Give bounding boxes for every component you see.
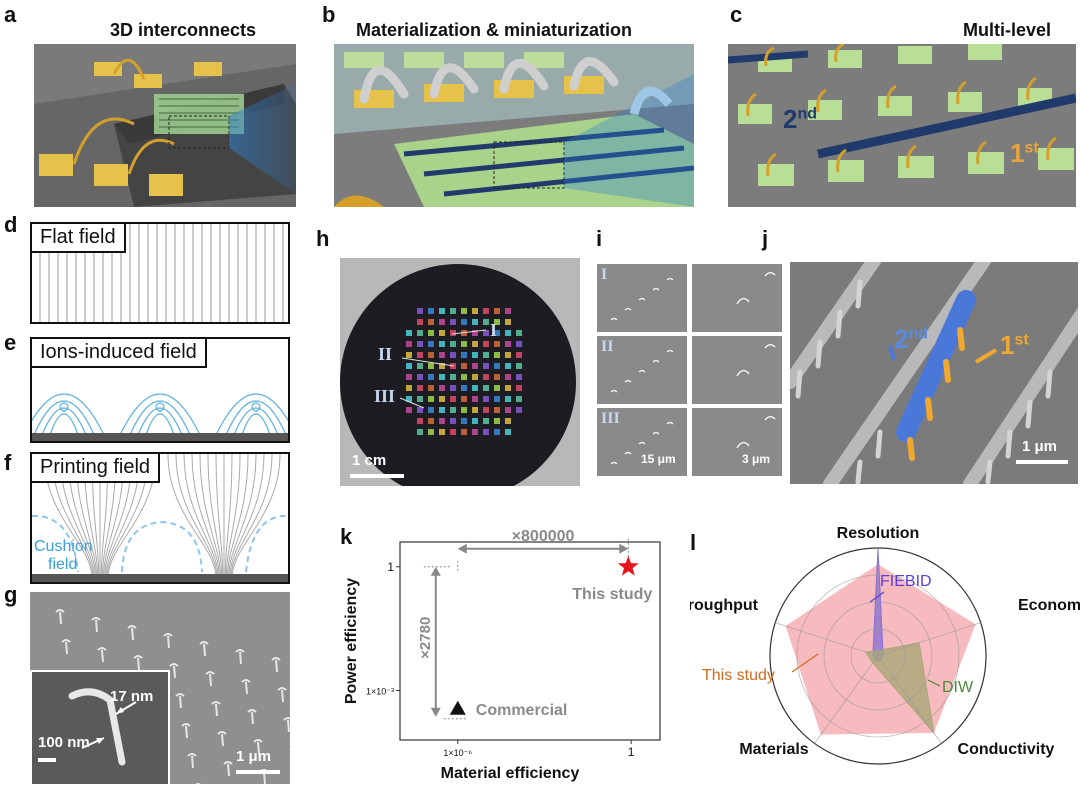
- l-spoke: [775, 622, 879, 657]
- panel-l-chart: ResolutionEconomyConductivity Materials Th…: [690, 525, 1080, 765]
- l-axis-label-throughput: Throughput: [690, 597, 759, 614]
- panel-f-title: Printing field: [32, 454, 161, 483]
- panel-i-image-2-right: [692, 336, 782, 404]
- k-annotation-horizontal: ×800000: [512, 530, 575, 545]
- panel-e-label: e: [4, 330, 17, 355]
- panel-i-image-1-right: [692, 264, 782, 332]
- panel-g-inset-dimension: 17 nm: [110, 688, 154, 705]
- panel-i-row-1-label: I: [601, 266, 608, 283]
- l-spoke: [814, 655, 879, 744]
- panel-i-row-3-label: III: [601, 410, 620, 427]
- l-series-label-fiebid: FIEBID: [880, 573, 932, 590]
- panel-a-illustration: [34, 44, 296, 207]
- l-axis-label-resolution: Resolution: [837, 525, 920, 542]
- panel-j-level1-label: 1st: [1000, 330, 1029, 360]
- panel-l-label: l: [690, 530, 697, 555]
- panel-j-label: j: [762, 226, 769, 251]
- panel-i-image-3-left: III 15 μm: [597, 408, 687, 476]
- l-axis-label-economy: Economy: [1018, 597, 1080, 614]
- panel-i-image-2-left: II: [597, 336, 687, 404]
- panel-h-roman-2: II: [378, 344, 393, 364]
- panel-i-image-3-right: 3 μm: [692, 408, 782, 476]
- k-point-commercial: [449, 700, 466, 715]
- l-axis-label-conductivity: Conductivity: [958, 741, 1055, 758]
- panel-h-roman-1: I: [490, 320, 498, 340]
- l-leader-line: [927, 679, 941, 687]
- panel-h-label: h: [316, 226, 330, 251]
- panel-i-label: i: [596, 226, 603, 251]
- panel-h-wafer-photo: I II III 1 cm: [340, 258, 580, 486]
- panel-c-illustration: 2nd 1st: [728, 44, 1076, 207]
- l-spoke: [877, 655, 942, 744]
- panel-g-label: g: [4, 582, 18, 607]
- panel-f-label: f: [4, 450, 12, 475]
- panel-e-ions-field: Ions-induced field: [30, 337, 290, 443]
- k-annotation-vertical: ×2780: [417, 617, 434, 659]
- panel-i-scale-left: 15 μm: [641, 452, 676, 466]
- panel-j-scalebar: [1016, 460, 1068, 464]
- k-arrowhead: [619, 543, 629, 554]
- k-plot-frame: [399, 541, 661, 741]
- panel-c-level2-label: 2nd: [783, 104, 818, 134]
- panel-f-printing-field: Printing field Cushion field: [30, 452, 290, 584]
- l-series-label-diw: DIW: [942, 679, 974, 696]
- panel-g-scalebar: [236, 770, 280, 774]
- panel-j-sem-image: 2nd 1st 1 μm: [790, 262, 1078, 484]
- panel-d-flat-field: Flat field: [30, 222, 290, 324]
- panel-i-sem-grid: I II III 15 μm 3 μm: [597, 264, 782, 476]
- l-spoke: [877, 622, 981, 657]
- panel-c-title: Multi-level: [963, 20, 1052, 40]
- k-arrowhead: [430, 707, 441, 717]
- panel-g-scale-text: 1 μm: [236, 748, 272, 765]
- panel-h-scale-text: 1 cm: [352, 452, 387, 469]
- panel-c-level1-label: 1st: [1010, 138, 1039, 168]
- panel-g-inset: 17 nm 100 nm: [30, 670, 170, 784]
- k-y-tick-label: 1×10⁻³: [366, 687, 394, 697]
- panel-j-level2-label: 2nd: [894, 324, 929, 354]
- panel-b-label: b: [322, 2, 336, 27]
- k-x-axis-label: Material efficiency: [441, 765, 580, 782]
- panel-a-label: a: [4, 2, 17, 27]
- panel-e-title: Ions-induced field: [32, 339, 207, 368]
- panel-a-title: 3D interconnects: [110, 20, 257, 40]
- k-x-tick-label: 1×10⁻⁶: [443, 748, 472, 758]
- k-point-this-study: [617, 555, 639, 576]
- k-arrowhead: [430, 566, 441, 576]
- panel-g-sem-image: 17 nm 100 nm 1 μm: [30, 592, 290, 784]
- panel-g-inset-scale-text: 100 nm: [38, 734, 90, 751]
- panel-b-title: Materialization & miniaturization: [356, 20, 633, 40]
- panel-j-scale-text: 1 μm: [1022, 438, 1058, 455]
- panel-k-label: k: [340, 524, 353, 549]
- k-x-tick-label: 1: [628, 745, 635, 759]
- panel-i-row-2-label: II: [601, 338, 614, 355]
- panel-i-scale-right: 3 μm: [742, 452, 771, 466]
- panel-f-cushion-label-1: Cushion: [34, 538, 93, 555]
- l-series-label-this-study: This study: [702, 667, 775, 684]
- k-y-tick-label: 1: [387, 560, 394, 574]
- k-arrowhead: [457, 543, 467, 554]
- l-leader-line: [869, 591, 885, 603]
- panel-b-illustration: [334, 44, 694, 207]
- l-leader-line: [791, 653, 819, 673]
- panel-g-inset-scalebar: [38, 758, 56, 762]
- l-series-diw: [864, 642, 935, 735]
- k-point-label-commercial: Commercial: [476, 702, 568, 719]
- panel-h-roman-3: III: [374, 386, 396, 406]
- k-point-label-this-study: This study: [572, 586, 652, 603]
- panel-c-label: c: [730, 2, 743, 27]
- l-axis-label-materials: Materials: [739, 741, 808, 758]
- k-y-axis-label: Power efficiency: [343, 578, 360, 704]
- panel-d-label: d: [4, 212, 18, 237]
- panel-f-cushion-label-2: field: [48, 556, 78, 573]
- panel-h-scalebar: [350, 474, 404, 478]
- panel-i-image-1-left: I: [597, 264, 687, 332]
- panel-d-title: Flat field: [32, 224, 126, 253]
